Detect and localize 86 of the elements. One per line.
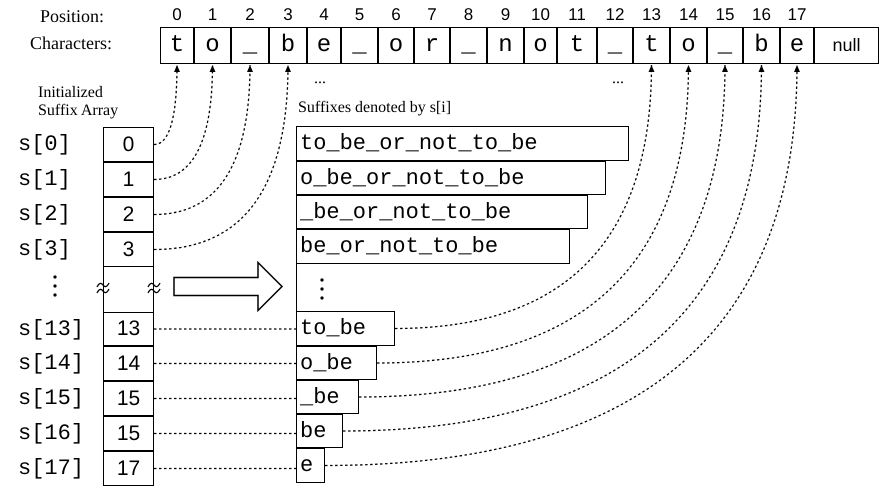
row-label: Characters:	[30, 34, 112, 54]
suffix-box: be	[296, 414, 343, 448]
index-label: s[0]	[18, 133, 71, 158]
position-number: 0	[171, 6, 183, 25]
index-label: s[2]	[18, 203, 71, 228]
dotted-arrow	[154, 64, 291, 250]
position-number: 13	[641, 6, 662, 25]
dotted-line	[154, 362, 296, 364]
dotted-arrow	[154, 64, 253, 216]
ellipsis-mark: ...	[612, 70, 624, 88]
position-number: 11	[567, 6, 587, 25]
character-cell: t	[633, 27, 670, 64]
index-label: s[17]	[18, 457, 84, 482]
index-label: s[15]	[18, 387, 84, 412]
character-cell: o	[194, 27, 231, 64]
suffix-box: _be	[296, 380, 359, 414]
array-gap-cell	[103, 267, 154, 312]
index-label: s[3]	[18, 238, 71, 262]
suffix-box: o_be	[296, 346, 377, 380]
character-cell: t	[160, 27, 194, 64]
dotted-arrow	[376, 64, 692, 364]
ellipsis-mark: ...	[314, 70, 326, 88]
character-cell: o	[378, 27, 414, 64]
row-label: Position:	[40, 7, 104, 27]
position-number: 7	[426, 6, 438, 25]
character-cell: o	[670, 27, 707, 64]
suffix-box: to_be_or_not_to_be	[296, 126, 629, 161]
character-cell: _	[707, 27, 743, 64]
dotted-line	[154, 328, 296, 330]
character-cell: b	[269, 27, 307, 64]
position-number: 5	[354, 6, 366, 25]
array-cell: 14	[103, 346, 154, 381]
caption-text: Initialized Suffix Array	[38, 84, 120, 120]
position-number: 1	[206, 6, 218, 25]
position-number: 3	[282, 6, 294, 25]
character-cell: r	[414, 27, 450, 64]
position-number: 10	[530, 6, 551, 25]
position-number: 9	[500, 6, 512, 25]
suffix-box: o_be_or_not_to_be	[296, 161, 606, 195]
dotted-arrow	[154, 65, 180, 146]
character-cell: _	[341, 27, 378, 64]
dotted-arrow	[358, 64, 728, 398]
block-arrow	[173, 260, 284, 312]
array-cell: 15	[103, 381, 154, 416]
dotted-arrow	[342, 64, 764, 432]
position-number: 2	[244, 6, 256, 25]
position-number: 17	[786, 6, 808, 25]
caption-text: Suffixes denoted by s[i]	[298, 99, 452, 117]
dotted-arrow	[324, 64, 800, 466]
character-cell: e	[780, 27, 814, 64]
index-label: s[14]	[18, 352, 84, 376]
character-cell: _	[597, 27, 633, 64]
character-cell: n	[487, 27, 524, 64]
index-label: s[13]	[18, 318, 84, 342]
dotted-arrow	[154, 64, 216, 180]
character-cell: e	[307, 27, 341, 64]
character-cell: _	[450, 27, 487, 64]
suffix-box: to_be	[296, 311, 395, 346]
dotted-line	[154, 398, 296, 400]
array-cell: 0	[103, 127, 154, 162]
suffix-box: e	[296, 448, 325, 483]
position-number: 4	[318, 6, 330, 25]
position-number: 15	[714, 6, 736, 25]
index-label: s[16]	[18, 422, 84, 446]
character-cell: o	[524, 27, 557, 64]
character-cell: _	[231, 27, 269, 64]
array-cell: 13	[103, 312, 154, 346]
character-cell: b	[743, 27, 780, 64]
character-cell: t	[557, 27, 597, 64]
position-number: 8	[462, 6, 474, 25]
array-cell: 17	[103, 451, 154, 486]
array-cell: 3	[103, 232, 154, 267]
position-number: 6	[390, 6, 402, 25]
suffix-box: be_or_not_to_be	[296, 229, 570, 264]
position-number: 16	[751, 6, 772, 25]
dotted-arrow	[394, 64, 654, 330]
character-cell: null	[814, 27, 879, 64]
position-number: 14	[678, 6, 699, 25]
dotted-line	[154, 468, 296, 470]
array-cell: 2	[103, 197, 154, 232]
dotted-line	[154, 432, 296, 434]
index-label: s[1]	[18, 168, 71, 192]
array-cell: 1	[103, 162, 154, 197]
array-cell: 15	[103, 416, 154, 451]
suffix-box: _be_or_not_to_be	[296, 195, 588, 229]
position-number: 12	[604, 6, 626, 25]
